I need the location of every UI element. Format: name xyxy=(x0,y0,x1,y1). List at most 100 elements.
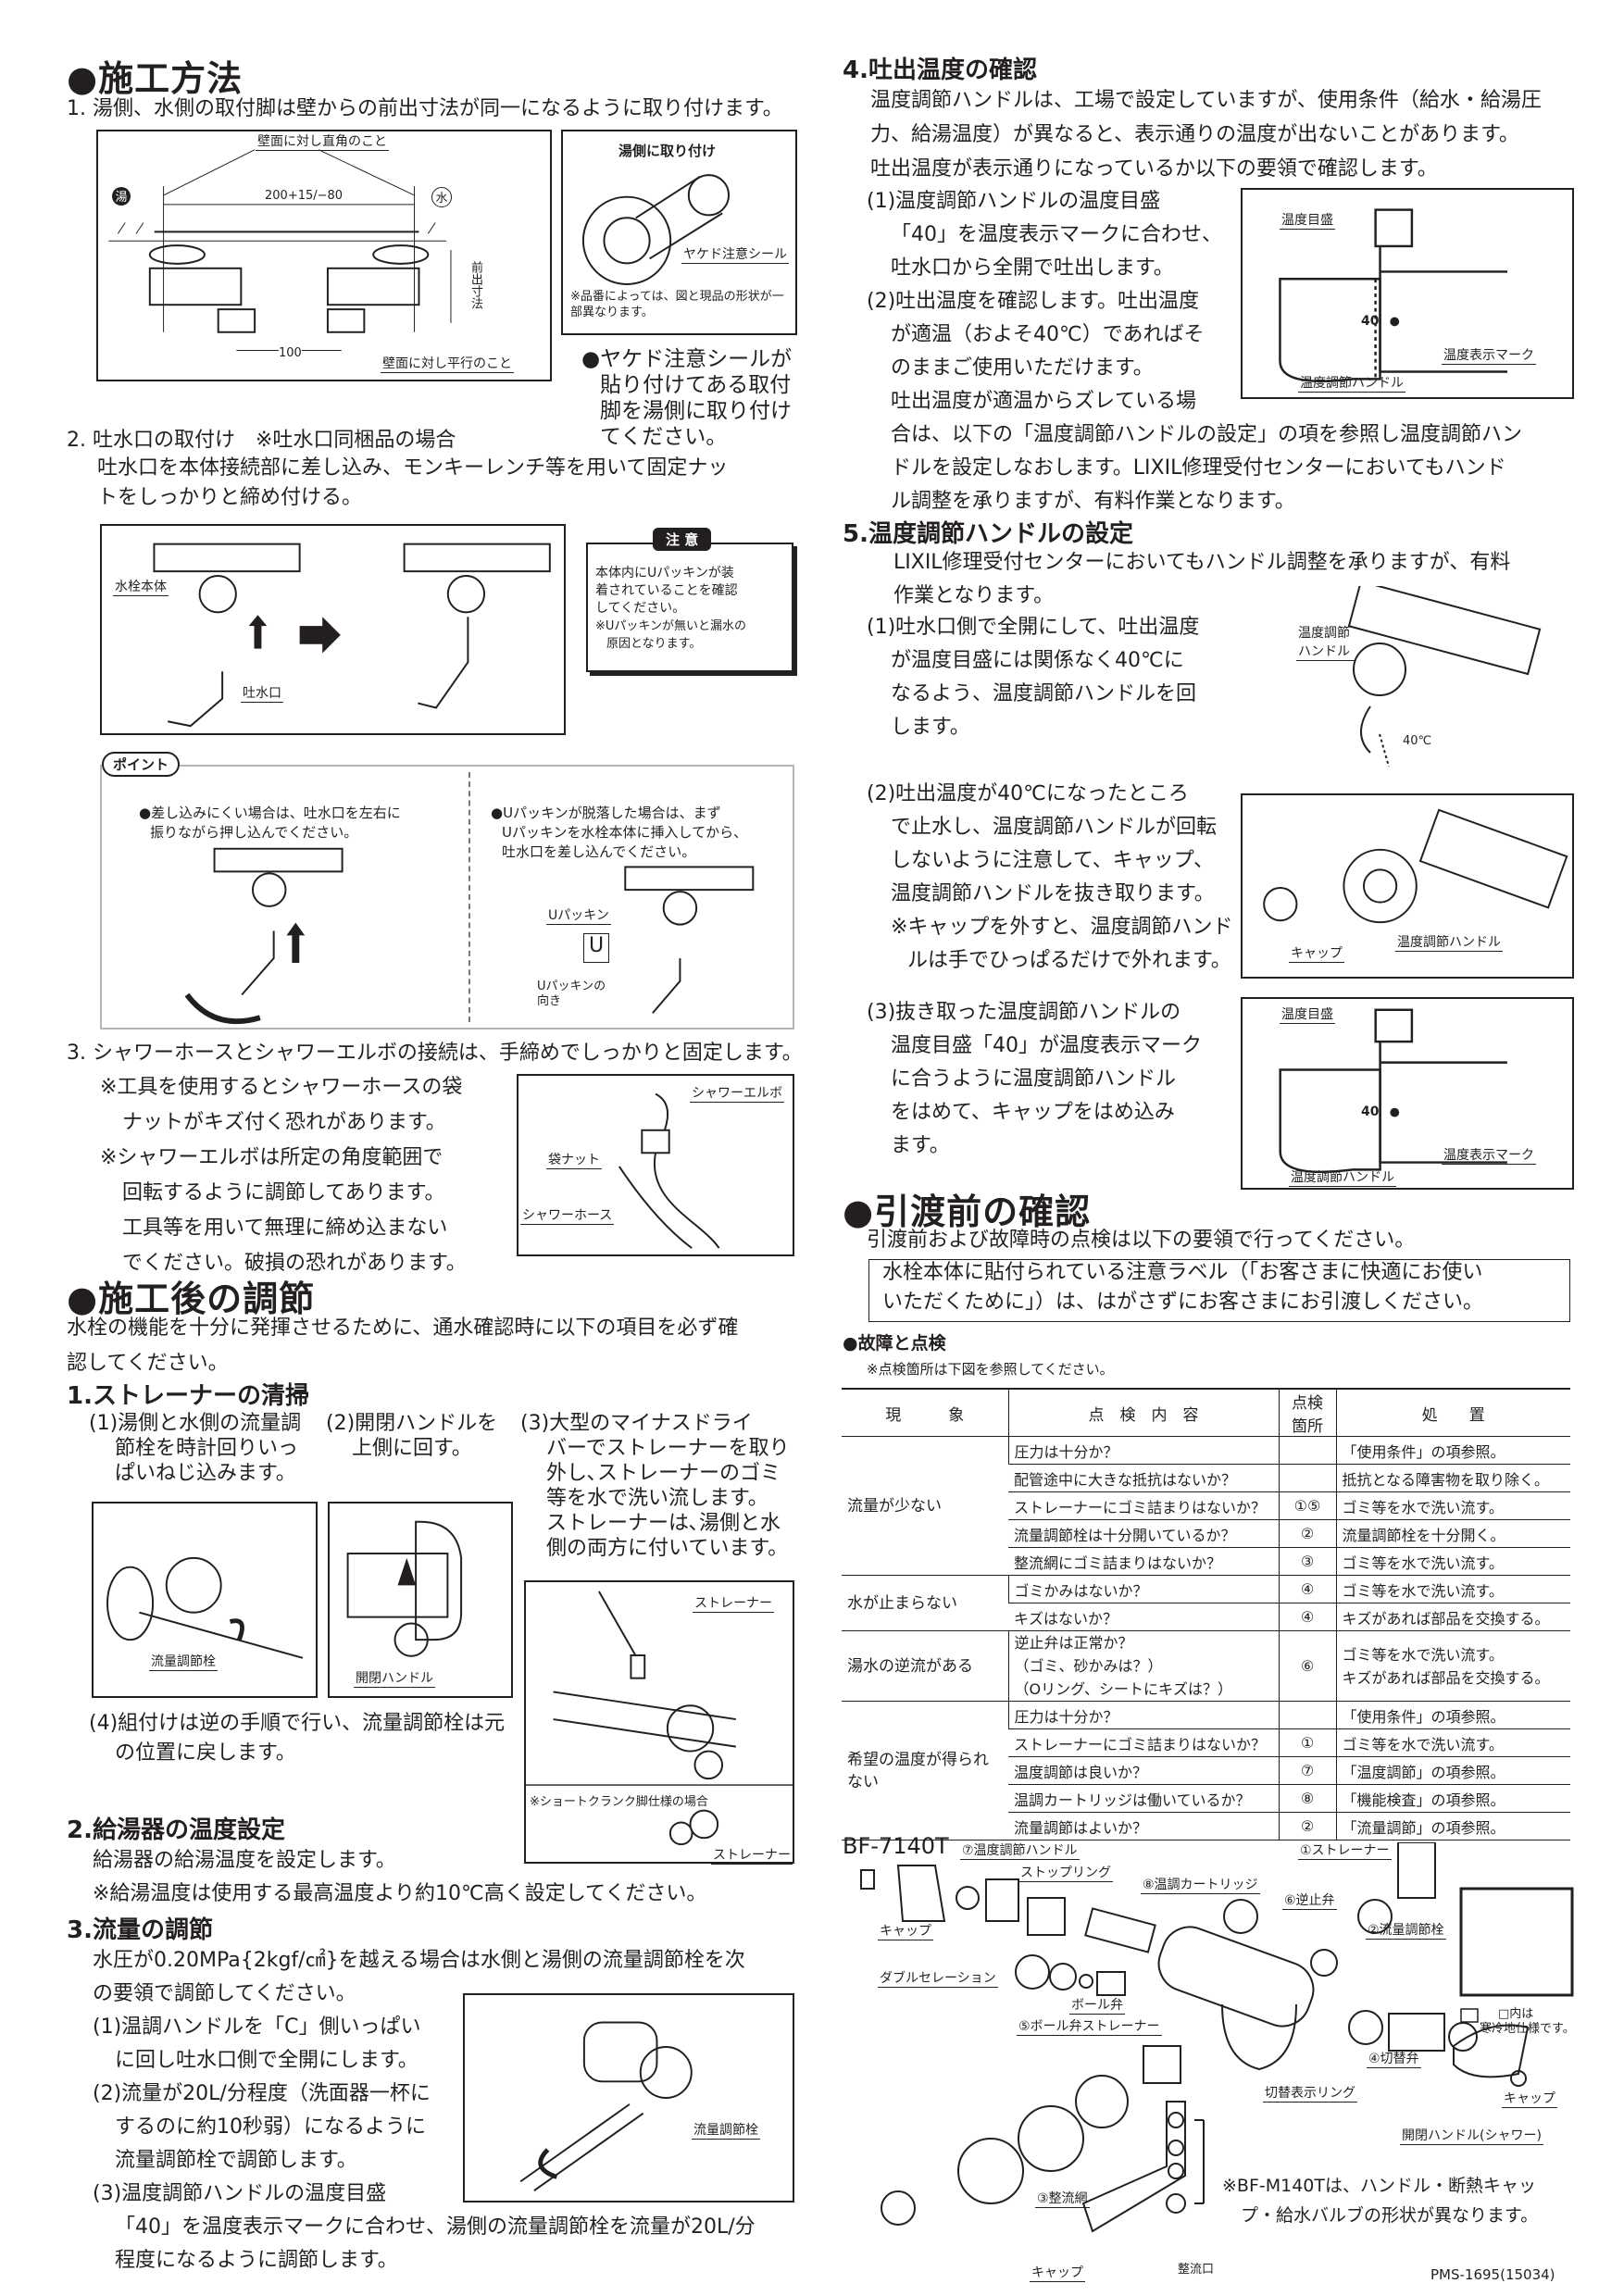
table-header-cell: 現 象 xyxy=(842,1388,1008,1437)
action-cell: 「使用条件」の項参照。 xyxy=(1335,1701,1570,1729)
step-line: ルは手でひっぱるだけで外れます。 xyxy=(907,949,1231,972)
step-line: 温度調節ハンドルを抜き取ります。 xyxy=(891,882,1215,905)
handle-setting-step2: (2)吐出温度が40℃になったところ で止水し、温度調節ハンドルが回転 しないよ… xyxy=(867,778,1233,978)
cold-region-note: □内は 寒冷地仕様です。 xyxy=(1480,2007,1575,2037)
step-line: バーでストレーナーを取り xyxy=(546,1437,790,1460)
point-line: Uパッキンを水栓本体に挿入してから、 xyxy=(502,824,748,841)
temp-mark-label: 温度表示マーク xyxy=(1442,345,1536,365)
strainer-step3: (3)大型のマイナスドライ バーでストレーナーを取り 外し､ストレーナーのゴミ … xyxy=(520,1411,790,1561)
step-line: (1)吐水口側で全開にして、吐出温度 xyxy=(867,616,1200,639)
temp-scale-figure: 40 温度目盛 温度表示マーク 温度調節ハンドル xyxy=(1241,188,1574,399)
step-line: 節栓を時計回りいっ xyxy=(115,1437,299,1460)
install-step3: 3. シャワーホースとシャワーエルボの接続は、手締めでしっかりと固定します。 xyxy=(67,1042,803,1065)
step-line: ます。 xyxy=(891,1134,950,1157)
temp-value-40-2: 40 xyxy=(1361,1104,1380,1119)
temp-value-40: 40 xyxy=(1361,314,1380,329)
document-code: PMS-1695(15034) xyxy=(1430,2266,1555,2283)
symptom-cell: 希望の温度が得られない xyxy=(842,1701,1008,1841)
step-line: をはめて、キャップをはめ込み xyxy=(891,1101,1175,1124)
step-line: (2)吐出温度を確認します。吐出温度 xyxy=(867,290,1199,313)
handle-setting-step3: (3)抜き取った温度調節ハンドルの 温度目盛「40」が温度表示マーク に合うよう… xyxy=(867,996,1202,1163)
dimension-label: 200+15/−80 xyxy=(265,189,344,203)
part-cell: ④ xyxy=(1278,1603,1336,1631)
action-cell: ゴミ等を水で洗い流す。 キズがあれば部品を交換する。 xyxy=(1335,1630,1570,1702)
action-cell: ゴミ等を水で洗い流す。 xyxy=(1335,1547,1570,1576)
handle-reinstall-drawing xyxy=(1279,1008,1507,1173)
step-line: のままご使用いただけます。 xyxy=(891,356,1154,380)
bullet-line: ●ヤケド注意シールが xyxy=(581,347,793,371)
notice-line: いただくために」）は、はがさずにお客さまにお引渡しください。 xyxy=(882,1291,1484,1314)
flow-line: 「40」を温度表示マークに合わせ、湯側の流量調節栓を流量が20L/分 xyxy=(115,2215,756,2239)
label-cap-2: キャップ xyxy=(1502,2089,1557,2108)
hot-side-note: ※品番によっては、図と現品の形状が一部異なります。 xyxy=(570,290,784,319)
flow-valve-label: 流量調節栓 xyxy=(149,1652,218,1671)
handover-intro: 引渡前および故障時の点検は以下の要領で行ってください。 xyxy=(867,1229,1416,1252)
temp-handle-drawing xyxy=(1279,208,1508,382)
strainer-step2: (2)開閉ハンドルを 上側に回す。 xyxy=(326,1411,497,1461)
point-line: 振りながら押し込んでください。 xyxy=(150,824,358,841)
label-aerator: 整流口 xyxy=(1178,2263,1215,2277)
intro-line: LIXIL修理受付センターにおいてもハンドル調整を承りますが、有料 xyxy=(893,551,1511,574)
strainer-step1: (1)湯側と水側の流量調 節栓を時計回りいっ ぱいねじ込みます。 xyxy=(89,1411,301,1486)
hot-side-figure: 湯側に取り付け ヤケド注意シール ※品番によっては、図と現品の形状が一部異なりま… xyxy=(561,130,797,335)
handle-removal-drawing xyxy=(1263,808,1568,924)
note-line: ※工具を使用するとシャワーホースの袋 xyxy=(100,1076,463,1099)
step-line: (4)組付けは逆の手順で行い、流量調節栓は元 xyxy=(89,1712,506,1735)
check-cell: 流量調節はよいか？ xyxy=(1008,1812,1279,1841)
exploded-parts-drawing xyxy=(860,1842,1574,2233)
hot-mark: 湯 xyxy=(112,187,131,206)
table-row: 温度調節は良いか？⑦「温度調節」の項参照。 xyxy=(842,1756,1570,1785)
projection-label: 前出寸法 xyxy=(468,261,482,309)
temp-scale-label: 温度目盛 xyxy=(1280,210,1335,230)
part-cell: ⑥ xyxy=(1278,1630,1336,1702)
open-close-handle-figure: 開閉ハンドル xyxy=(328,1502,513,1698)
hot-side-bullet: ●ヤケド注意シールが 貼り付けてある取付 脚を湯側に取り付け てください。 xyxy=(581,346,792,450)
temp-check-intro: 温度調節ハンドルは、工場で設定していますが、使用条件（給水・給湯圧 力、給湯温度… xyxy=(870,83,1542,186)
intro-line: 吐出温度が表示通りになっているか以下の要領で確認します。 xyxy=(870,157,1438,181)
flow-line: するのに約10秒弱）になるように xyxy=(115,2115,426,2139)
step-line: ドルを設定しなおします。LIXIL修理受付センターにおいてもハンド xyxy=(891,456,1506,480)
step-line: なるよう、温度調節ハンドルを回 xyxy=(891,682,1197,705)
faucet-body-label: 水栓本体 xyxy=(113,577,169,596)
heater-line: ※給湯温度は使用する最高温度より約10℃高く設定してください。 xyxy=(93,1882,707,1905)
temp-handle-label-2: 温度調節ハンドル xyxy=(1296,623,1355,661)
table-row: 配管途中に大きな抵抗はないか？抵抗となる障害物を取り除く。 xyxy=(842,1464,1570,1492)
troubleshooting-table: 現 象点 検 内 容点検箇所処 置 流量が少ない圧力は十分か？「使用条件」の項参… xyxy=(842,1388,1570,1841)
temp-mark-label-2: 温度表示マーク xyxy=(1442,1145,1536,1165)
part-cell: ⑦ xyxy=(1278,1756,1336,1785)
check-cell: キズはないか？ xyxy=(1008,1603,1279,1631)
caution-text: 本体内にUパッキンが装 着されていることを確認 してください。 ※Uパッキンが無… xyxy=(595,565,746,653)
check-cell: 圧力は十分か？ xyxy=(1007,1436,1279,1465)
point-left-text: ●差し込みにくい場合は、吐水口を左右に 振りながら押し込んでください。 xyxy=(139,804,401,842)
part-cell xyxy=(1278,1436,1336,1465)
table-row: 湯水の逆流がある逆止弁は正常か？ （ゴミ、砂かみは？） （Oリング、シートにキズ… xyxy=(842,1630,1570,1702)
step-line: 上側に回す。 xyxy=(352,1437,472,1460)
point-right-text: ●Uパッキンが脱落した場合は、まず Uパッキンを水栓本体に挿入してから、 吐水口… xyxy=(491,804,747,862)
part-cell: ④ xyxy=(1278,1575,1336,1603)
label-temp-handle: ⑦温度調節ハンドル xyxy=(960,1841,1080,1860)
u-packing-direction-icon: U xyxy=(583,933,609,963)
strainer-removal-figure: ストレーナー ※ショートクランク脚仕様の場合 ストレーナー xyxy=(524,1580,794,1865)
intro-line: 水栓の機能を十分に発揮させるために、通水確認時に以下の項目を必ず確 xyxy=(67,1316,739,1340)
note-line: ※シャワーエルボは所定の角度範囲で xyxy=(100,1146,443,1169)
install-step2: 2. 吐水口の取付け ※吐水口同梱品の場合 xyxy=(67,429,456,452)
shower-hose-drawing xyxy=(618,1092,720,1249)
step-line: (1)湯側と水側の流量調 xyxy=(89,1412,302,1435)
heater-line: 給湯器の給湯温度を設定します。 xyxy=(93,1849,396,1872)
bullet-line: 貼り付けてある取付 xyxy=(600,373,792,397)
caution-line: 本体内にUパッキンが装 xyxy=(595,566,734,580)
check-cell: 逆止弁は正常か？ （ゴミ、砂かみは？） （Oリング、シートにキズは？） xyxy=(1007,1630,1279,1702)
flow-steps: (1)温調ハンドルを「C」側いっぱい に回し吐水口側で全開にします。 (2)流量… xyxy=(93,2011,756,2277)
action-cell: 流量調節栓を十分開く。 xyxy=(1335,1519,1570,1548)
check-cell: 温調カートリッジは働いているか？ xyxy=(1008,1784,1279,1813)
label-double-serration: ダブルセレーション xyxy=(878,1968,998,1988)
check-cell: ストレーナーにゴミ詰まりはないか？ xyxy=(1008,1728,1279,1757)
temp-handle-label-4: 温度調節ハンドル xyxy=(1289,1167,1396,1187)
perpendicular-label: 壁面に対し直角のこと xyxy=(256,131,389,151)
symptom-cell: 湯水の逆流がある xyxy=(842,1630,1008,1702)
intro-line: 温度調節ハンドルは、工場で設定していますが、使用条件（給水・給湯圧 xyxy=(870,89,1542,112)
model-number: BF-7140T xyxy=(843,1833,949,1859)
cold-note-line: 寒冷地仕様です。 xyxy=(1480,2022,1575,2036)
symptom-cell: 流量が少ない xyxy=(842,1436,1008,1576)
